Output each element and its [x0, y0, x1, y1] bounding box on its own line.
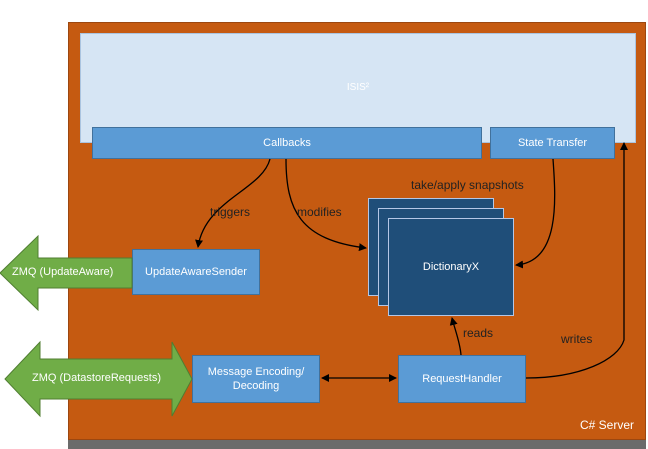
triggers-label: triggers [210, 205, 251, 219]
message-codec-label: Message Encoding/ Decoding [207, 366, 305, 392]
update-aware-sender-box: UpdateAwareSender [132, 249, 260, 295]
writes-arrow [525, 142, 628, 379]
writes-label: writes [561, 332, 593, 346]
dictionary-label: DictionaryX [422, 261, 480, 273]
server-label: C# Server [580, 418, 635, 432]
callbacks-label: Callbacks [263, 137, 311, 149]
bottom-bar [68, 440, 646, 449]
zmq-update-aware-arrow [0, 234, 133, 312]
modifies-label: modifies [297, 205, 342, 219]
reads-arrow [449, 317, 462, 356]
snapshots-arrow [515, 158, 556, 269]
state-transfer-label: State Transfer [517, 137, 588, 149]
dictionary-box: DictionaryX [388, 218, 514, 316]
triggers-arrow [195, 158, 271, 248]
message-codec-box: Message Encoding/ Decoding [192, 355, 320, 403]
zmq-update-aware-label: ZMQ (UpdateAware) [12, 266, 114, 278]
request-handler-label: RequestHandler [422, 373, 502, 385]
zmq-datastore-requests-label: ZMQ (DatastoreRequests) [32, 372, 161, 384]
callbacks-box: Callbacks [92, 127, 482, 159]
isis-label: ISIS² [346, 82, 370, 93]
request-handler-box: RequestHandler [398, 355, 526, 403]
isis-layer: ISIS² [80, 33, 636, 143]
reads-label: reads [463, 326, 494, 340]
state-transfer-box: State Transfer [490, 127, 615, 159]
zmq-datastore-requests-arrow [4, 340, 193, 418]
modifies-arrow [285, 158, 367, 252]
snapshots-label: take/apply snapshots [411, 178, 524, 192]
update-aware-sender-label: UpdateAwareSender [145, 266, 247, 278]
